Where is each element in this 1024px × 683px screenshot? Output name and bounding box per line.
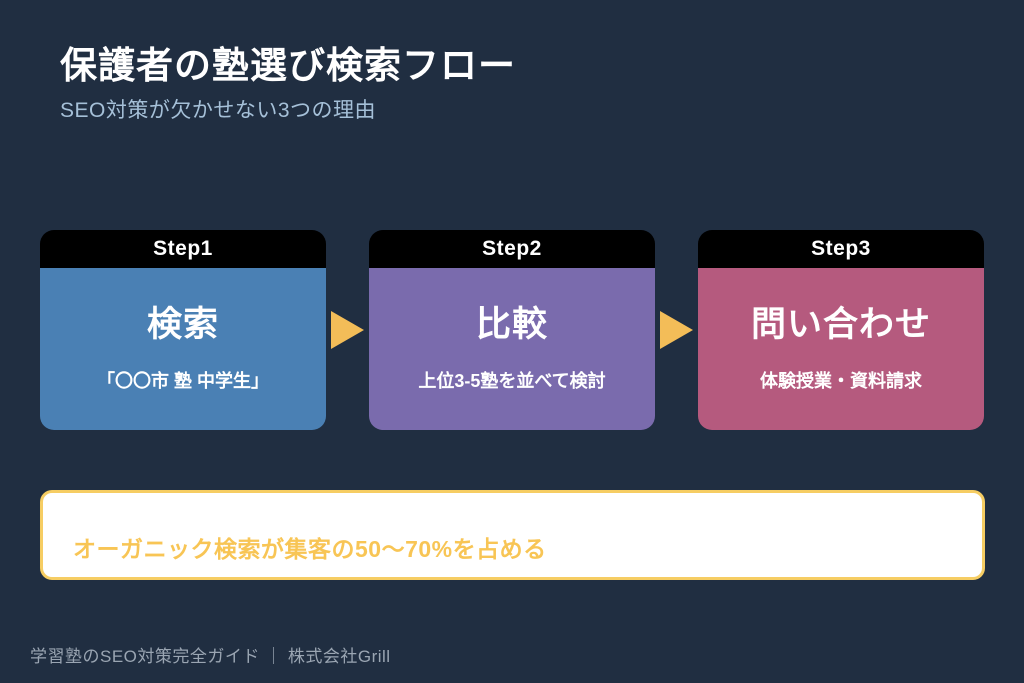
- footer-credit: 学習塾のSEO対策完全ガイド ｜ 株式会社Grill: [30, 647, 391, 666]
- page-title: 保護者の塾選び検索フロー: [60, 45, 516, 86]
- step-card-inquiry: Step3 問い合わせ 体験授業・資料請求: [698, 230, 984, 430]
- step3-body: 問い合わせ 体験授業・資料請求: [698, 268, 984, 430]
- step-card-compare: Step2 比較 上位3-5塾を並べて検討: [369, 230, 655, 430]
- arrow-right-icon: [331, 311, 364, 349]
- step3-heading: 問い合わせ: [750, 305, 931, 345]
- step1-description: 「〇〇市 塾 中学生」: [96, 371, 269, 392]
- flow-arrow-1: [326, 230, 369, 430]
- page-subtitle: SEO対策が欠かせない3つの理由: [60, 99, 377, 122]
- step2-heading: 比較: [475, 305, 548, 345]
- callout-box: オーガニック検索が集客の50〜70%を占める: [40, 490, 985, 580]
- step2-description: 上位3-5塾を並べて検討: [418, 371, 606, 392]
- step1-body: 検索 「〇〇市 塾 中学生」: [40, 268, 326, 430]
- step2-body: 比較 上位3-5塾を並べて検討: [369, 268, 655, 430]
- callout-text: オーガニック検索が集客の50〜70%を占める: [73, 536, 547, 563]
- flow-arrow-2: [655, 230, 698, 430]
- step2-label: Step2: [369, 230, 655, 268]
- flow-diagram: Step1 検索 「〇〇市 塾 中学生」 Step2 比較 上位3-5塾を並べて…: [40, 230, 984, 430]
- step1-label: Step1: [40, 230, 326, 268]
- step1-heading: 検索: [146, 305, 219, 345]
- step-card-search: Step1 検索 「〇〇市 塾 中学生」: [40, 230, 326, 430]
- step3-description: 体験授業・資料請求: [760, 371, 922, 392]
- arrow-right-icon: [660, 311, 693, 349]
- step3-label: Step3: [698, 230, 984, 268]
